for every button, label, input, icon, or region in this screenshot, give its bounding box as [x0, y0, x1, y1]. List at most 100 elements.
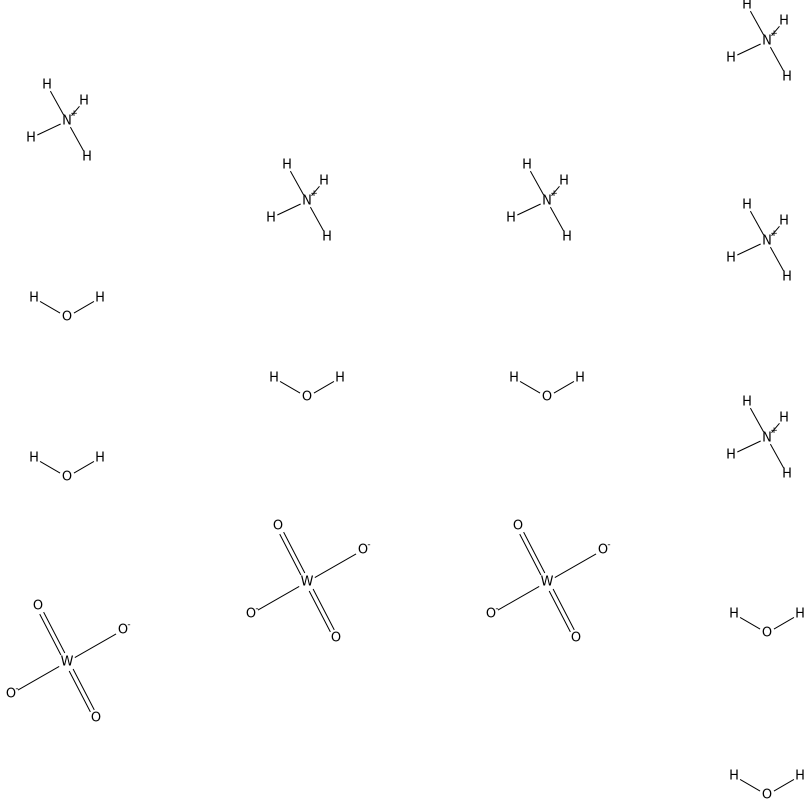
bond-line: [289, 170, 305, 196]
water-molecule: O H H: [509, 371, 585, 405]
bond-line: [71, 106, 80, 116]
charge-label: -: [607, 540, 610, 550]
double-bond-line: [552, 588, 575, 631]
hydrogen-atom: H: [509, 371, 519, 386]
bond-line: [314, 553, 357, 578]
bond-line: [517, 203, 541, 216]
tungstate-molecule: WO-O-OO: [246, 519, 371, 646]
double-bond-line: [548, 590, 571, 633]
hydrogen-atom: H: [742, 395, 752, 410]
bond-line: [773, 617, 795, 630]
charge-label: -: [15, 684, 18, 694]
nitrogen-atom: N: [762, 34, 772, 49]
hydrogen-atom: H: [742, 0, 752, 13]
charge-label: +: [770, 29, 778, 39]
hydrogen-atom: H: [779, 411, 789, 426]
bond-line: [73, 461, 95, 474]
hydrogen-atom: H: [282, 158, 292, 173]
double-bond-line: [283, 531, 306, 574]
oxygen-atom: O: [246, 607, 256, 622]
oxygen-atom: O: [358, 543, 368, 558]
charge-label: -: [255, 604, 258, 614]
hydrogen-atom: H: [29, 451, 39, 466]
double-bond-line: [72, 668, 95, 711]
oxygen-atom: O: [331, 631, 341, 646]
bond-line: [737, 243, 761, 256]
tungstate-molecule: WO-O-OO: [486, 519, 611, 646]
oxygen-atom: O: [571, 631, 581, 646]
oxygen-atom: O: [486, 607, 496, 622]
bond-line: [519, 381, 541, 394]
bond-line: [313, 381, 335, 394]
hydrogen-atom: H: [779, 14, 789, 29]
bond-line: [311, 186, 320, 196]
bond-line: [39, 461, 61, 474]
double-bond-line: [523, 531, 546, 574]
bond-line: [553, 381, 575, 394]
hydrogen-atom: H: [29, 291, 39, 306]
hydrogen-atom: H: [82, 150, 92, 165]
bond-line: [49, 90, 65, 116]
bond-line: [549, 206, 565, 232]
water-molecule: O H H: [729, 607, 805, 641]
charge-label: +: [550, 189, 558, 199]
bond-line: [769, 443, 785, 469]
hydrogen-atom: H: [726, 51, 736, 66]
hydrogen-atom: H: [729, 607, 739, 622]
hydrogen-atom: H: [782, 70, 792, 85]
hydrogen-atom: H: [42, 78, 52, 93]
charge-label: +: [70, 109, 78, 119]
hydrogen-atom: H: [335, 371, 345, 386]
hydrogen-atom: H: [782, 467, 792, 482]
oxygen-atom: O: [762, 626, 772, 641]
oxygen-atom: O: [762, 788, 772, 803]
hydrogen-atom: H: [506, 211, 516, 226]
hydrogen-atom: H: [729, 769, 739, 784]
bond-line: [279, 381, 301, 394]
double-bond-line: [308, 590, 331, 633]
bond-line: [749, 10, 765, 36]
hydrogen-atom: H: [95, 291, 105, 306]
bond-line: [309, 206, 325, 232]
oxygen-atom: O: [273, 519, 283, 534]
charge-label: +: [770, 426, 778, 436]
bond-line: [749, 407, 765, 433]
bond-line: [551, 186, 560, 196]
oxygen-atom: O: [91, 711, 101, 726]
nitrogen-atom: N: [762, 431, 772, 446]
nitrogen-atom: N: [542, 194, 552, 209]
bond-line: [554, 553, 597, 578]
charge-label: -: [127, 620, 130, 630]
bond-line: [529, 170, 545, 196]
hydrogen-atom: H: [319, 174, 329, 189]
charge-label: -: [495, 604, 498, 614]
hydrogen-atom: H: [795, 607, 805, 622]
hydrogen-atom: H: [266, 211, 276, 226]
hydrogen-atom: H: [779, 214, 789, 229]
hydrogen-atom: H: [742, 198, 752, 213]
hydrogen-atom: H: [95, 451, 105, 466]
hydrogen-atom: H: [575, 371, 585, 386]
bond-line: [739, 617, 761, 630]
oxygen-atom: O: [542, 390, 552, 405]
double-bond-line: [279, 533, 302, 576]
bond-line: [739, 779, 761, 792]
oxygen-atom: O: [6, 687, 16, 702]
double-bond-line: [43, 611, 66, 654]
nitrogen-atom: N: [762, 234, 772, 249]
oxygen-atom: O: [302, 390, 312, 405]
hydrogen-atom: H: [782, 270, 792, 285]
tungstate-molecule: WO-O-OO: [6, 599, 131, 726]
bond-line: [771, 26, 780, 36]
tungsten-atom: W: [541, 575, 554, 590]
hydrogen-atom: H: [795, 769, 805, 784]
bond-line: [37, 123, 61, 136]
